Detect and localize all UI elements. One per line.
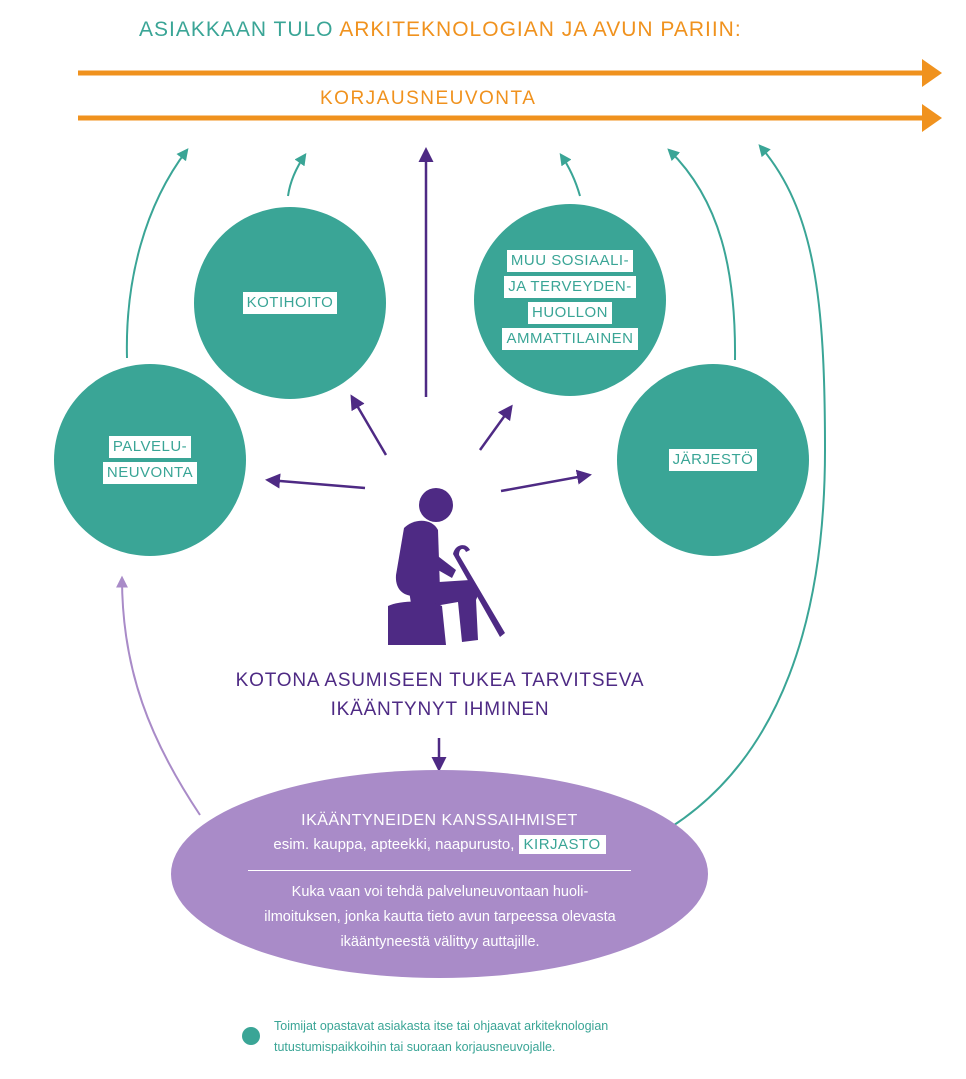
node-muu-label-2: JA TERVEYDEN-	[504, 276, 636, 298]
diagram-title: ASIAKKAAN TULO ARKITEKNOLOGIAN JA AVUN P…	[139, 18, 742, 42]
node-kotihoito-label: KOTIHOITO	[242, 292, 338, 314]
kanssaihmiset-ellipse	[171, 770, 708, 978]
kanssaihmiset-body: Kuka vaan voi tehdä palveluneuvontaan hu…	[230, 880, 650, 955]
arrow-jarjesto-up	[667, 148, 737, 361]
arrow-kirjasto-up	[642, 144, 827, 844]
arrow-to-muu	[478, 404, 513, 451]
legend-dot-icon	[242, 1027, 260, 1045]
orange-arrow-bottom	[78, 104, 942, 132]
arrow-palvelu-up	[125, 148, 189, 359]
kanssaihmiset-subtitle: esim. kauppa, apteekki, naapurusto, KIRJ…	[171, 835, 708, 854]
arrow-kanssaihmiset-to-palvelu	[116, 575, 201, 816]
node-muu-label-1: MUU SOSIAALI-	[506, 250, 634, 272]
node-muu-label-3: HUOLLON	[527, 302, 613, 324]
title-part2: ARKITEKNOLOGIAN JA AVUN PARIIN:	[339, 18, 742, 41]
kirjasto-tag: KIRJASTO	[518, 835, 606, 854]
kanssaihmiset-examples: esim. kauppa, apteekki, naapurusto,	[273, 836, 515, 853]
person-label-line1: KOTONA ASUMISEEN TUKEA TARVITSEVA	[235, 670, 645, 691]
orange-arrow-top	[78, 59, 942, 87]
ellipse-divider	[248, 870, 631, 871]
legend-text: Toimijat opastavat asiakasta itse tai oh…	[274, 1016, 674, 1058]
title-part1: ASIAKKAAN TULO	[139, 18, 334, 41]
node-kotihoito: KOTIHOITO	[194, 207, 386, 399]
node-jarjesto: JÄRJESTÖ	[617, 364, 809, 556]
kanssaihmiset-title: IKÄÄNTYNEIDEN KANSSAIHMISET	[301, 812, 578, 829]
node-palvelu-label-1: PALVELU-	[108, 436, 192, 458]
arrow-muu-up	[559, 153, 581, 197]
arrow-to-palvelu	[265, 473, 366, 490]
kanssaihmiset-body-line3: ikääntyneestä välittyy auttajille.	[340, 934, 540, 950]
kanssaihmiset-body-line1: Kuka vaan voi tehdä palveluneuvontaan hu…	[291, 884, 589, 900]
korjausneuvonta-label: KORJAUSNEUVONTA	[320, 88, 537, 109]
node-muu-ammattilainen: MUU SOSIAALI- JA TERVEYDEN- HUOLLON AMMA…	[474, 204, 666, 396]
node-muu-label-4: AMMATTILAINEN	[502, 328, 638, 350]
arrow-kotihoito-up	[287, 153, 307, 197]
arrow-to-jarjesto	[500, 469, 592, 493]
person-label-line2: IKÄÄNTYNYT IHMINEN	[330, 699, 550, 720]
legend-text-line1: Toimijat opastavat asiakasta itse tai oh…	[274, 1019, 609, 1033]
arrow-to-kotihoito	[350, 394, 388, 456]
node-palveluneuvonta: PALVELU- NEUVONTA	[54, 364, 246, 556]
legend-text-line2: tutustumispaikkoihin tai suoraan korjaus…	[274, 1040, 556, 1054]
node-jarjesto-label: JÄRJESTÖ	[668, 449, 758, 471]
kanssaihmiset-body-line2: ilmoituksen, jonka kautta tieto avun tar…	[264, 909, 616, 925]
node-palvelu-label-2: NEUVONTA	[102, 462, 198, 484]
